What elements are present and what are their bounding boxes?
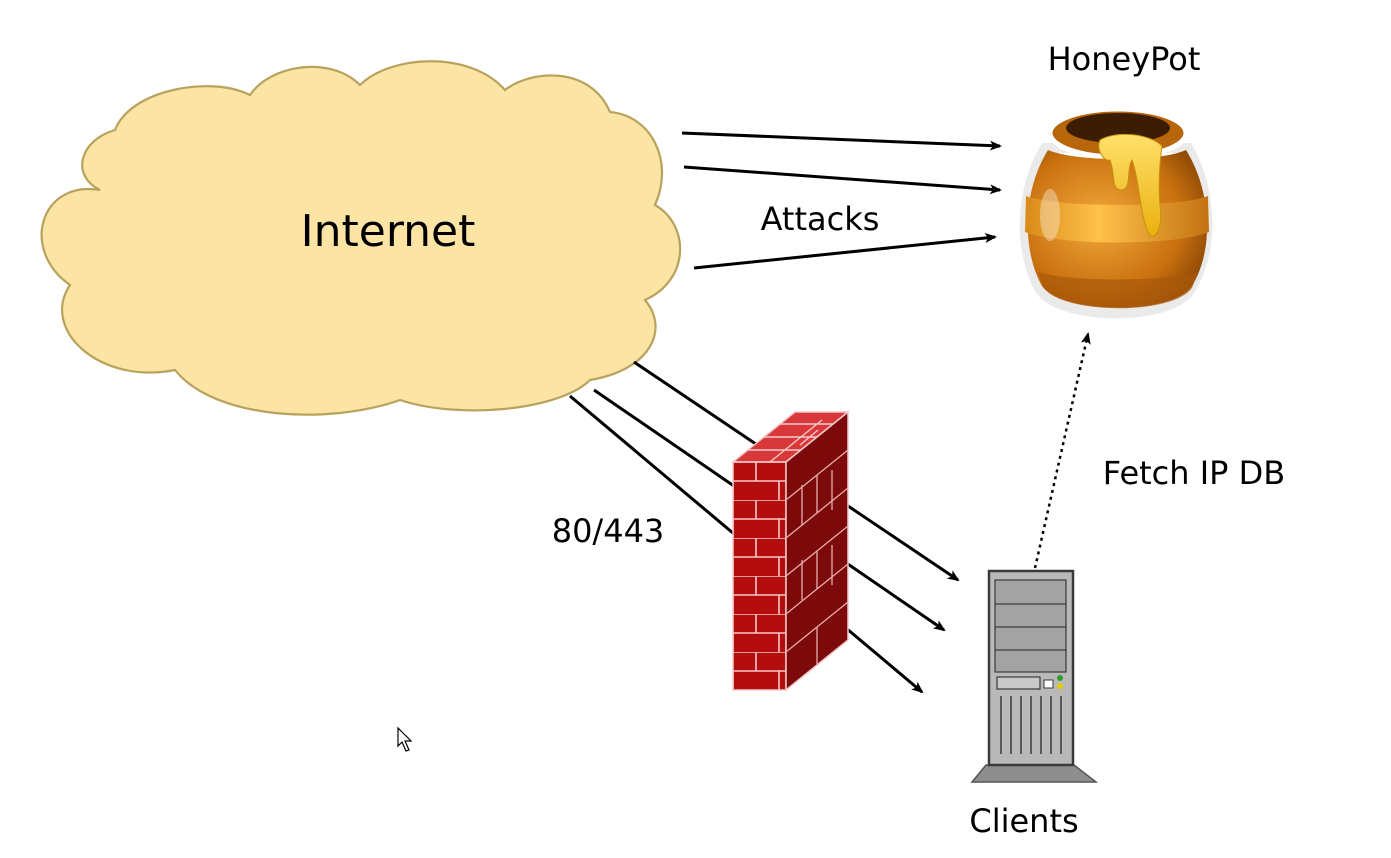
honeypot-node[interactable]: HoneyPot [1019,40,1213,319]
honeypot-icon [1019,106,1213,319]
internet-label: Internet [301,206,476,257]
attack-arrows: Attacks [681,131,1002,270]
cloud-icon [40,60,682,416]
fetch-label: Fetch IP DB [1103,454,1285,492]
attack-arrow [681,131,1002,151]
mouse-cursor-icon [397,726,413,752]
fetch-arrow [1033,332,1091,569]
server-icon [970,569,1099,783]
fetch-edge: Fetch IP DB [1033,332,1285,569]
firewall-icon [730,410,851,692]
internet-cloud[interactable]: Internet [40,60,682,416]
attack-arrow [683,165,1002,195]
clients-label: Clients [969,802,1078,840]
honeypot-label: HoneyPot [1048,40,1201,78]
ports-label: 80/443 [552,512,665,550]
clients-node[interactable]: Clients [969,569,1099,840]
attack-arrow [693,233,997,270]
firewall-node[interactable] [730,410,851,692]
attacks-label: Attacks [761,200,880,238]
